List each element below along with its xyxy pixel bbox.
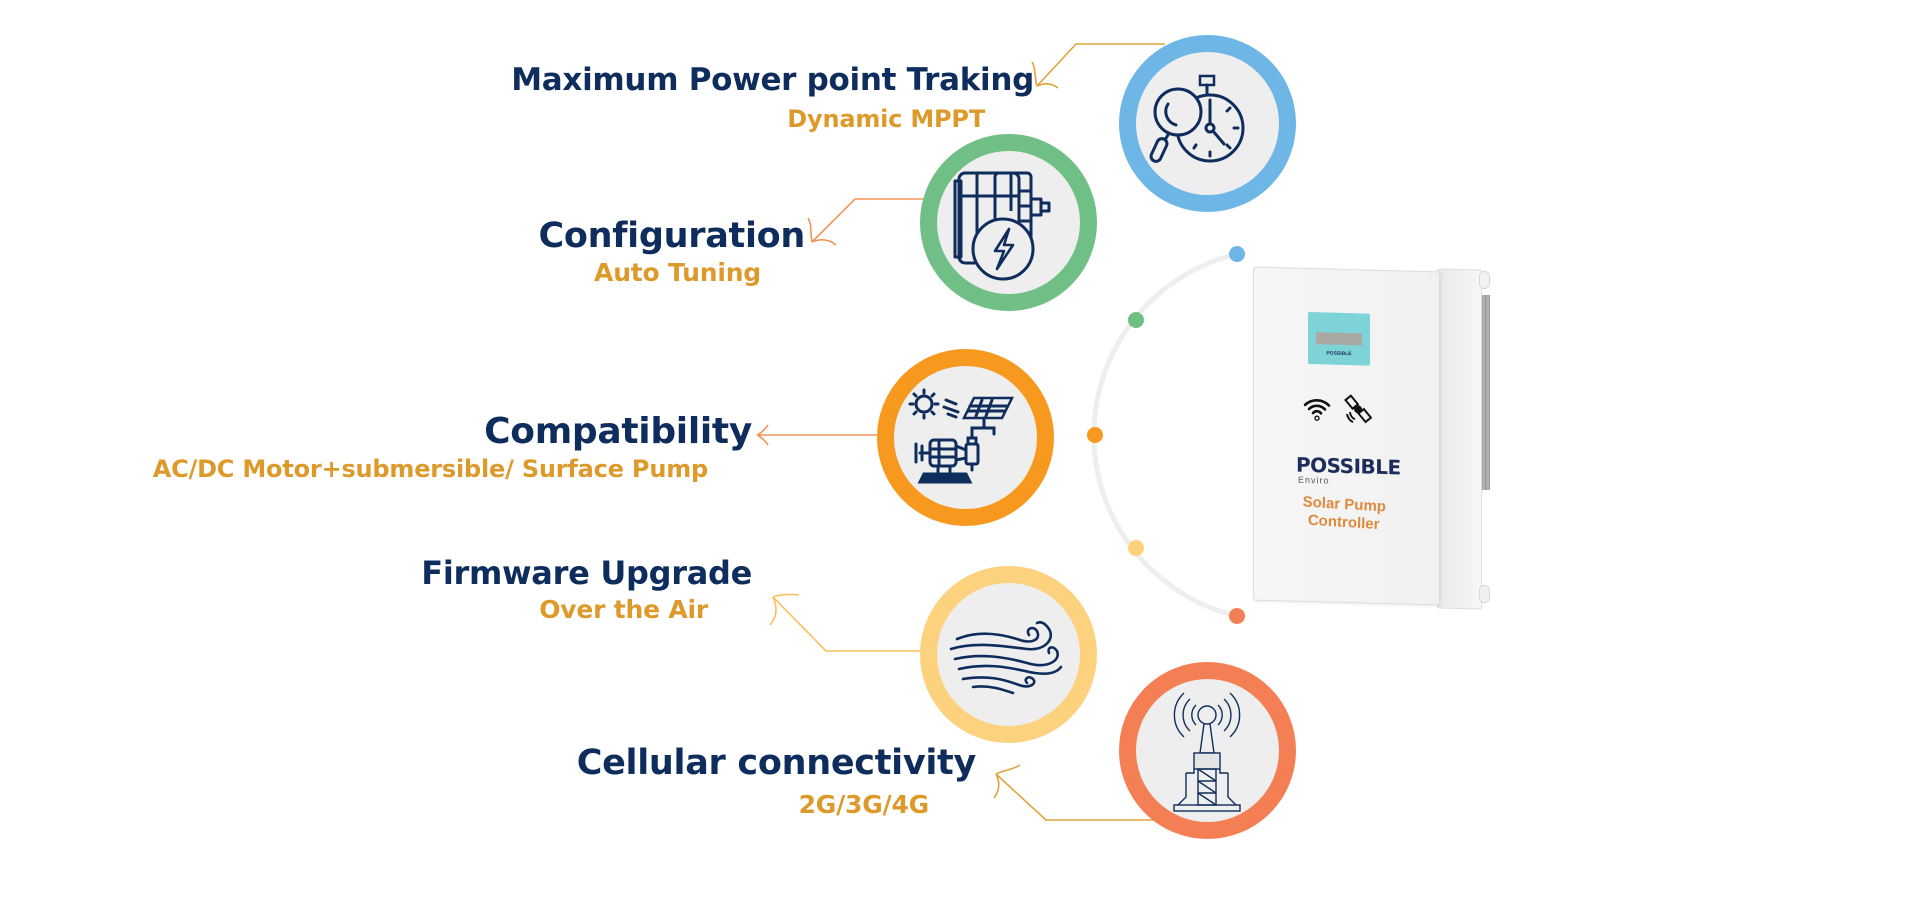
magnifier-stopwatch-icon <box>1149 74 1245 163</box>
product-name: Solar Pump Controller <box>1302 493 1387 534</box>
satellite-icon <box>1344 394 1372 424</box>
timeline-dot-compatibility <box>1087 427 1103 443</box>
feature-subtitle-firmware: Over the Air <box>539 595 708 624</box>
timeline-dot-cellular <box>1229 608 1245 624</box>
controller-front-panel: POSSIBLE POSSIBLE Enviro Solar Pump Cont… <box>1253 266 1440 606</box>
feature-subtitle-configuration: Auto Tuning <box>594 258 761 287</box>
feature-circle-configuration <box>920 134 1097 311</box>
mounting-lug <box>1479 585 1490 603</box>
feature-subtitle-cellular: 2G/3G/4G <box>798 790 930 819</box>
feature-circle-compatibility <box>877 349 1054 526</box>
lcd-brand-label: POSSIBLE <box>1326 350 1352 358</box>
timeline-dot-configuration <box>1128 312 1144 328</box>
feature-subtitle-mppt: Dynamic MPPT <box>787 105 985 133</box>
feature-circle-firmware <box>920 566 1097 743</box>
brand-sub-label: Enviro <box>1298 474 1330 486</box>
connector-arrow-firmware <box>769 593 920 652</box>
feature-title-cellular: Cellular connectivity <box>576 743 977 783</box>
mounting-lug <box>1479 271 1490 289</box>
connector-arrow-compatibility <box>756 424 877 446</box>
wind-waves-icon <box>949 620 1063 695</box>
lcd-display <box>1316 332 1362 346</box>
motor-lightning-icon <box>953 171 1051 281</box>
feature-circle-mppt <box>1119 35 1296 212</box>
feature-title-firmware: Firmware Upgrade <box>421 554 752 592</box>
lcd-panel: POSSIBLE <box>1308 311 1370 366</box>
wifi-icon <box>1303 398 1331 421</box>
feature-title-configuration: Configuration <box>538 216 805 256</box>
solar-pump-controller-image: POSSIBLE POSSIBLE Enviro Solar Pump Cont… <box>1249 265 1509 610</box>
feature-circle-cellular <box>1119 662 1296 839</box>
solar-pump-motor-icon <box>908 388 1015 484</box>
controller-side-panel <box>1437 268 1482 610</box>
cell-tower-icon <box>1173 692 1241 812</box>
feature-subtitle-compatibility: AC/DC Motor+submersible/ Surface Pump <box>152 455 708 483</box>
feature-title-compatibility: Compatibility <box>484 411 752 452</box>
timeline-arc <box>1091 251 1238 619</box>
connector-arrow-configuration <box>807 198 925 246</box>
timeline-dot-mppt <box>1229 246 1245 262</box>
timeline-dot-firmware <box>1128 540 1144 556</box>
feature-title-mppt: Maximum Power point Traking <box>511 62 1034 98</box>
